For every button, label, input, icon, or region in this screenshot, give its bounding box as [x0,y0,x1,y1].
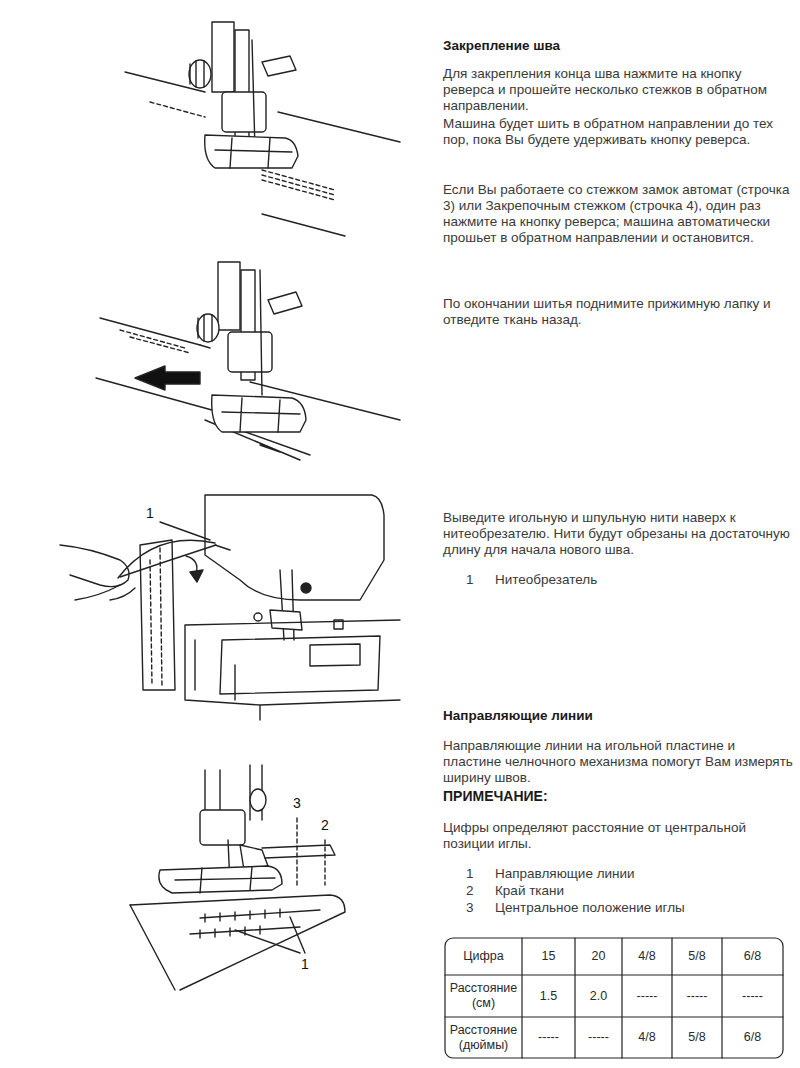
section-heading: Направляющие линии [443,708,783,724]
table-cell: ----- [523,1018,574,1057]
body-text: Цифры определяют расстояние от центральн… [443,820,793,852]
table-cell: 15 [523,939,574,974]
body-text: Направляющие линии на игольной пластине … [443,738,793,786]
body-text: Выведите игольную и шпульную нити наверх… [443,510,793,558]
table-cell: 1.5 [523,976,574,1016]
callout-number: 1 [142,505,158,521]
list-text: Направляющие линии [495,866,785,882]
list-text: Центральное положение иглы [495,900,785,916]
list-number: 2 [466,883,480,899]
body-text: По окончании шитья поднимите прижимную л… [443,296,793,328]
table-cell: Цифра [446,939,521,974]
table-cell: ----- [576,1018,621,1057]
table-cell: ----- [623,976,671,1016]
table-grid [445,938,783,1058]
body-text: Машина будет шить в обратном направлении… [443,116,793,148]
note-heading: ПРИМЕЧАНИЕ: [443,788,783,804]
table-cell: 5/8 [673,939,721,974]
table-cell: 6/8 [723,1018,782,1057]
list-text: Край ткани [495,883,785,899]
body-text: Если Вы работаете со стежком замок автом… [443,182,793,246]
list-number: 3 [466,900,480,916]
guide-lines-illustration [130,765,345,990]
table-cell: 4/8 [623,939,671,974]
table-cell: 6/8 [723,939,782,974]
callout-number: 3 [289,795,305,811]
table-cell: 5/8 [673,1018,721,1057]
callout-number: 2 [317,817,333,833]
table-cell: Расстояние (см) [446,976,521,1016]
table-cell: ----- [723,976,782,1016]
section-heading: Закрепление шва [443,38,783,54]
list-number: 1 [466,572,480,588]
presser-foot-illustration-2 [96,262,400,460]
table-cell: ----- [673,976,721,1016]
list-text: Нитеобрезатель [495,572,775,588]
table-cell: Расстояние (дюймы) [446,1018,521,1057]
table-cell: 2.0 [576,976,621,1016]
list-number: 1 [466,866,480,882]
body-text: Для закрепления конца шва нажмите на кно… [443,66,793,114]
table-cell: 20 [576,939,621,974]
presser-foot-illustration-1 [125,22,400,236]
thread-cutter-illustration [60,495,400,720]
table-cell: 4/8 [623,1018,671,1057]
callout-number: 1 [297,956,313,972]
